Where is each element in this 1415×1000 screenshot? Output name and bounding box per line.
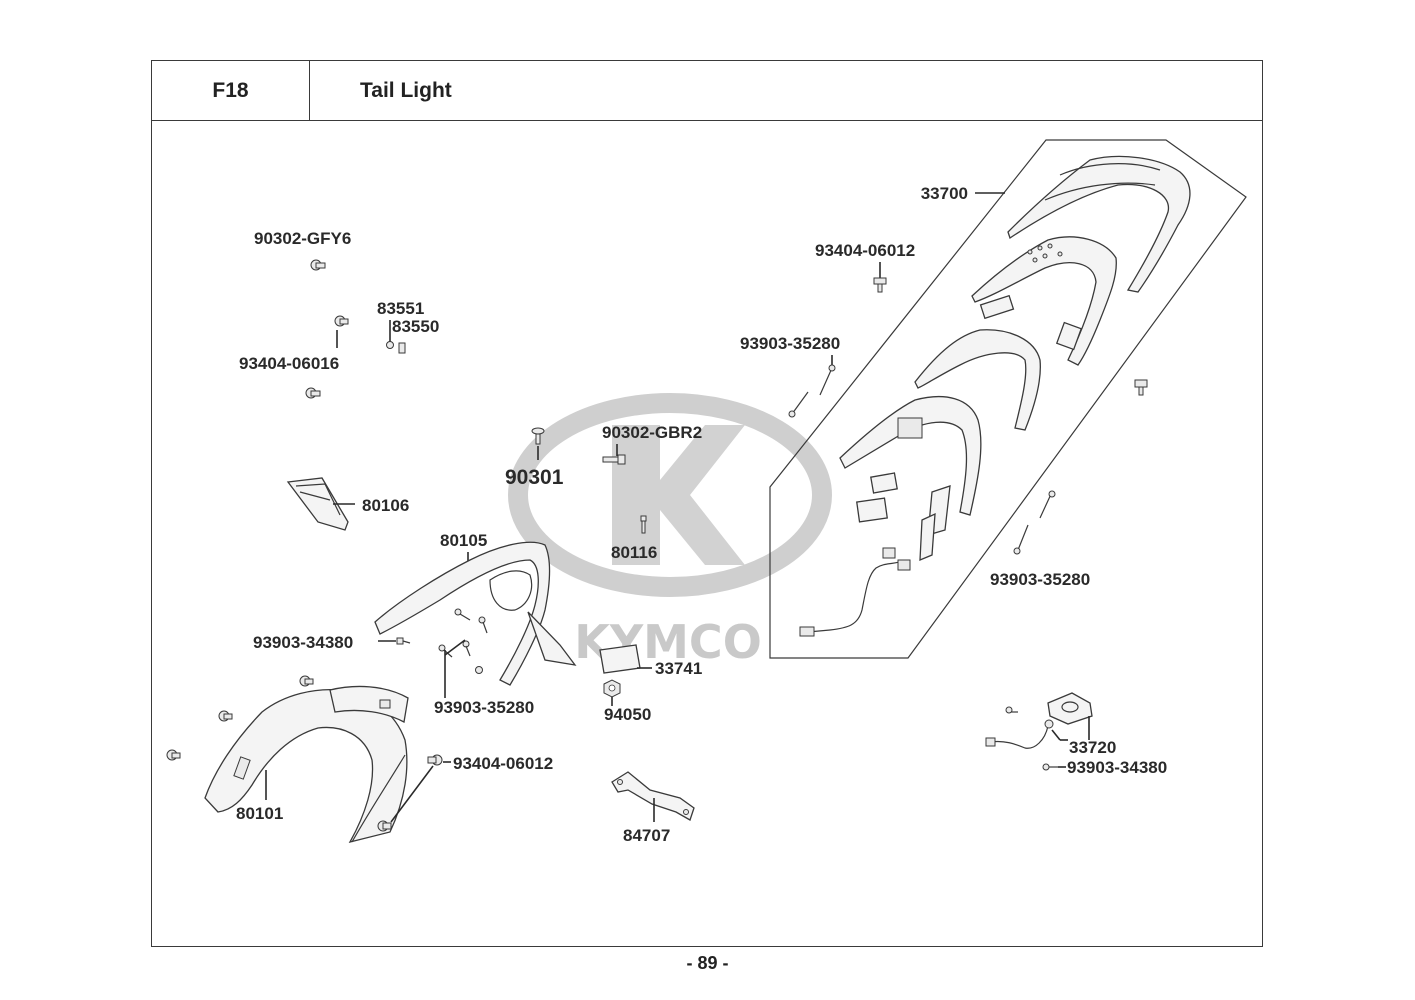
- label-33700: 33700: [921, 184, 968, 203]
- label-93903-35280-right: 93903-35280: [990, 570, 1090, 589]
- label-94050: 94050: [604, 705, 651, 724]
- label-80105: 80105: [440, 531, 487, 550]
- screws-93903-35280-lower: [438, 608, 488, 674]
- collar-83550: [398, 342, 406, 354]
- label-93903-35280-upper: 93903-35280: [740, 334, 840, 353]
- screw-93903-35280-upper: [788, 364, 836, 418]
- screw-93903-34380-left: [396, 637, 411, 645]
- label-80116: 80116: [611, 543, 657, 562]
- bolt-90301: [531, 427, 545, 445]
- page-number: - 89 -: [686, 953, 729, 973]
- label-93404-06012-bottom: 93404-06012: [453, 754, 553, 773]
- part-33741: [599, 644, 641, 674]
- tail-light-assembly-box: [769, 139, 1247, 659]
- nut-94050: [603, 679, 621, 698]
- bolt-90302-gbr2: [602, 454, 626, 465]
- bolts-80101: [166, 675, 314, 761]
- bolt-93404-06012-bottom: [377, 754, 443, 832]
- label-90302-gfy6: 90302-GFY6: [254, 229, 351, 248]
- label-83551: 83551: [377, 299, 424, 318]
- label-83550: 83550: [392, 317, 439, 336]
- part-80101: [204, 685, 409, 843]
- label-84707: 84707: [623, 826, 670, 845]
- screw-93903-34380-right: [1042, 763, 1058, 771]
- screw-93903-35280-right: [1013, 490, 1056, 555]
- label-33720: 33720: [1069, 738, 1116, 757]
- section-title: Tail Light: [309, 60, 1263, 121]
- label-93903-34380-left: 93903-34380: [253, 633, 353, 652]
- section-code: F18: [151, 60, 310, 121]
- label-33741: 33741: [655, 659, 702, 678]
- label-93903-35280-lower: 93903-35280: [434, 698, 534, 717]
- label-93404-06012-top: 93404-06012: [815, 241, 915, 260]
- label-80106: 80106: [362, 496, 409, 515]
- bolt-90302-gfy6: [310, 259, 326, 271]
- grommet-83551: [386, 341, 394, 349]
- bolt-93404-06016-top: [334, 315, 349, 327]
- label-90302-gbr2: 90302-GBR2: [602, 423, 702, 442]
- bolt-80116: [640, 515, 647, 534]
- bolt-93404-06012-top: [873, 277, 887, 293]
- label-80101: 80101: [236, 804, 283, 823]
- kymco-watermark: KYMCO: [508, 393, 832, 669]
- bolt-right-box: [1134, 379, 1148, 396]
- label-90301: 90301: [505, 466, 564, 489]
- label-93903-34380-right: 93903-34380: [1067, 758, 1167, 777]
- label-93404-06016: 93404-06016: [239, 354, 339, 373]
- part-84707: [611, 771, 695, 821]
- bolt-93404-06016-bottom: [305, 387, 321, 399]
- part-80105: [374, 541, 577, 686]
- part-33720: [985, 692, 1093, 749]
